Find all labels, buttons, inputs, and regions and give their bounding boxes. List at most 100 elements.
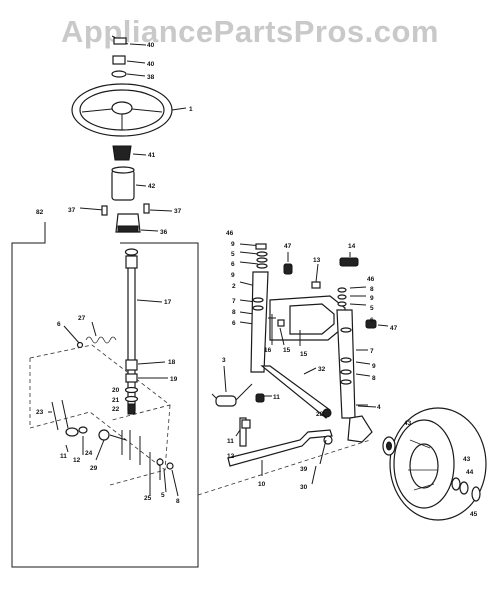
callout-label: 8	[176, 498, 180, 505]
callout-label: 17	[164, 299, 172, 306]
callout-label: 9	[370, 295, 374, 302]
callout-label: 6	[231, 261, 235, 268]
callout-label: 5	[370, 305, 374, 312]
callout-label: 43	[404, 420, 412, 427]
callout-label: 42	[148, 183, 156, 190]
callout-label: 19	[170, 376, 178, 383]
spacer-bushing-part[interactable]	[78, 426, 88, 455]
callout-label: 23	[36, 409, 44, 416]
front-axle-part[interactable]	[269, 295, 346, 346]
callout-label: 15	[283, 347, 291, 354]
left-spindle-part[interactable]	[239, 243, 269, 373]
callout-label: 47	[284, 243, 292, 250]
shaft-collar-part[interactable]	[125, 359, 166, 371]
spring-pin-part[interactable]	[63, 325, 84, 349]
callout-label: 12	[227, 453, 235, 460]
shaft-sleeve-part[interactable]	[125, 373, 168, 383]
steering-mount-plane	[29, 344, 171, 486]
tie-rod-part[interactable]	[227, 417, 333, 476]
axle-washer-part[interactable]	[451, 477, 469, 495]
callout-label: 11	[273, 394, 280, 401]
tie-rod-bolt-part[interactable]	[311, 252, 359, 289]
wheel-bearing-part[interactable]	[382, 436, 396, 456]
callout-label: 6	[57, 321, 61, 328]
callout-label: 30	[300, 484, 308, 491]
sector-gear-part[interactable]	[121, 430, 179, 497]
grease-fitting-right-part[interactable]	[365, 319, 389, 329]
bushing-washer-part[interactable]	[65, 427, 79, 453]
callout-label: 22	[112, 406, 120, 413]
callout-label: 45	[470, 511, 478, 518]
callout-label: 37	[68, 207, 76, 214]
callout-label: 8	[232, 309, 236, 316]
pivot-shaft-part[interactable]	[95, 429, 127, 461]
callout-label: 5	[161, 492, 165, 499]
callout-label: 11	[227, 438, 234, 445]
steering-cap-part[interactable]	[111, 35, 147, 46]
column-bushing-part[interactable]	[111, 166, 147, 201]
pivot-bolt-part[interactable]	[48, 399, 69, 431]
callout-label: 43	[463, 456, 471, 463]
callout-label: 41	[148, 152, 156, 159]
bracket-bolt-right-part[interactable]	[143, 203, 173, 214]
axle-pivot-bolt-part[interactable]	[268, 314, 285, 346]
callout-label: 24	[85, 450, 93, 457]
callout-label: 27	[78, 315, 86, 322]
tie-rod-end-right-part[interactable]	[311, 435, 333, 485]
callout-label: 6	[232, 320, 236, 327]
steering-nut-part[interactable]	[112, 55, 146, 65]
callout-label: 32	[318, 366, 326, 373]
right-spindle-part[interactable]	[336, 286, 371, 419]
grease-fitting-left-part[interactable]	[283, 252, 293, 275]
callout-label: 36	[160, 229, 168, 236]
steering-washer-part[interactable]	[111, 70, 146, 78]
callout-label: 47	[390, 325, 398, 332]
callout-label: 5	[231, 251, 235, 258]
callout-label: 15	[300, 351, 308, 358]
callout-label: 40	[147, 61, 155, 68]
callout-label: 46	[226, 230, 234, 237]
callout-label: 9	[231, 272, 235, 279]
drag-link-ball-joint-part[interactable]	[255, 393, 332, 418]
callout-label: 3	[222, 357, 226, 364]
shaft-washer-part[interactable]	[124, 386, 139, 415]
callout-label: 38	[147, 74, 155, 81]
callout-label: 18	[168, 359, 176, 366]
tension-spring-part[interactable]	[85, 321, 117, 344]
callout-label: 9	[372, 363, 376, 370]
tie-rod-end-left-part[interactable]	[235, 419, 251, 437]
bracket-bolt-left-part[interactable]	[79, 205, 108, 216]
callout-label: 40	[147, 42, 155, 49]
callout-label: 6	[370, 317, 374, 324]
left-lower-spindle-part[interactable]	[211, 365, 253, 407]
callout-label: 9	[231, 241, 235, 248]
column-bracket-part[interactable]	[115, 213, 159, 233]
spindle-arm-part[interactable]	[347, 405, 377, 443]
callout-label: 44	[466, 469, 474, 476]
callout-label: 21	[112, 397, 120, 404]
callout-label: 82	[36, 209, 44, 216]
callout-label: 1	[189, 106, 193, 113]
pinion-gear-part[interactable]	[112, 145, 147, 161]
callout-label: 13	[313, 257, 321, 264]
callout-label: 20	[112, 387, 120, 394]
callout-label: 29	[90, 465, 98, 472]
callout-label: 16	[264, 347, 272, 354]
callout-label: 8	[372, 375, 376, 382]
callout-label: 46	[367, 276, 375, 283]
hub-cap-part[interactable]	[471, 486, 481, 502]
callout-label: 7	[232, 298, 236, 305]
callout-label: 28	[316, 411, 324, 418]
callout-label: 25	[144, 495, 152, 502]
callout-label: 37	[174, 208, 182, 215]
callout-label: 11	[60, 453, 67, 460]
callout-label: 7	[370, 348, 374, 355]
steering-assembly-box	[11, 222, 199, 568]
callout-label: 2	[232, 283, 236, 290]
steering-shaft-part[interactable]	[124, 248, 163, 411]
callout-label: 4	[377, 404, 381, 411]
steering-wheel-part[interactable]	[71, 83, 187, 137]
assembly-guide-line	[197, 439, 371, 496]
callout-label: 10	[258, 481, 266, 488]
